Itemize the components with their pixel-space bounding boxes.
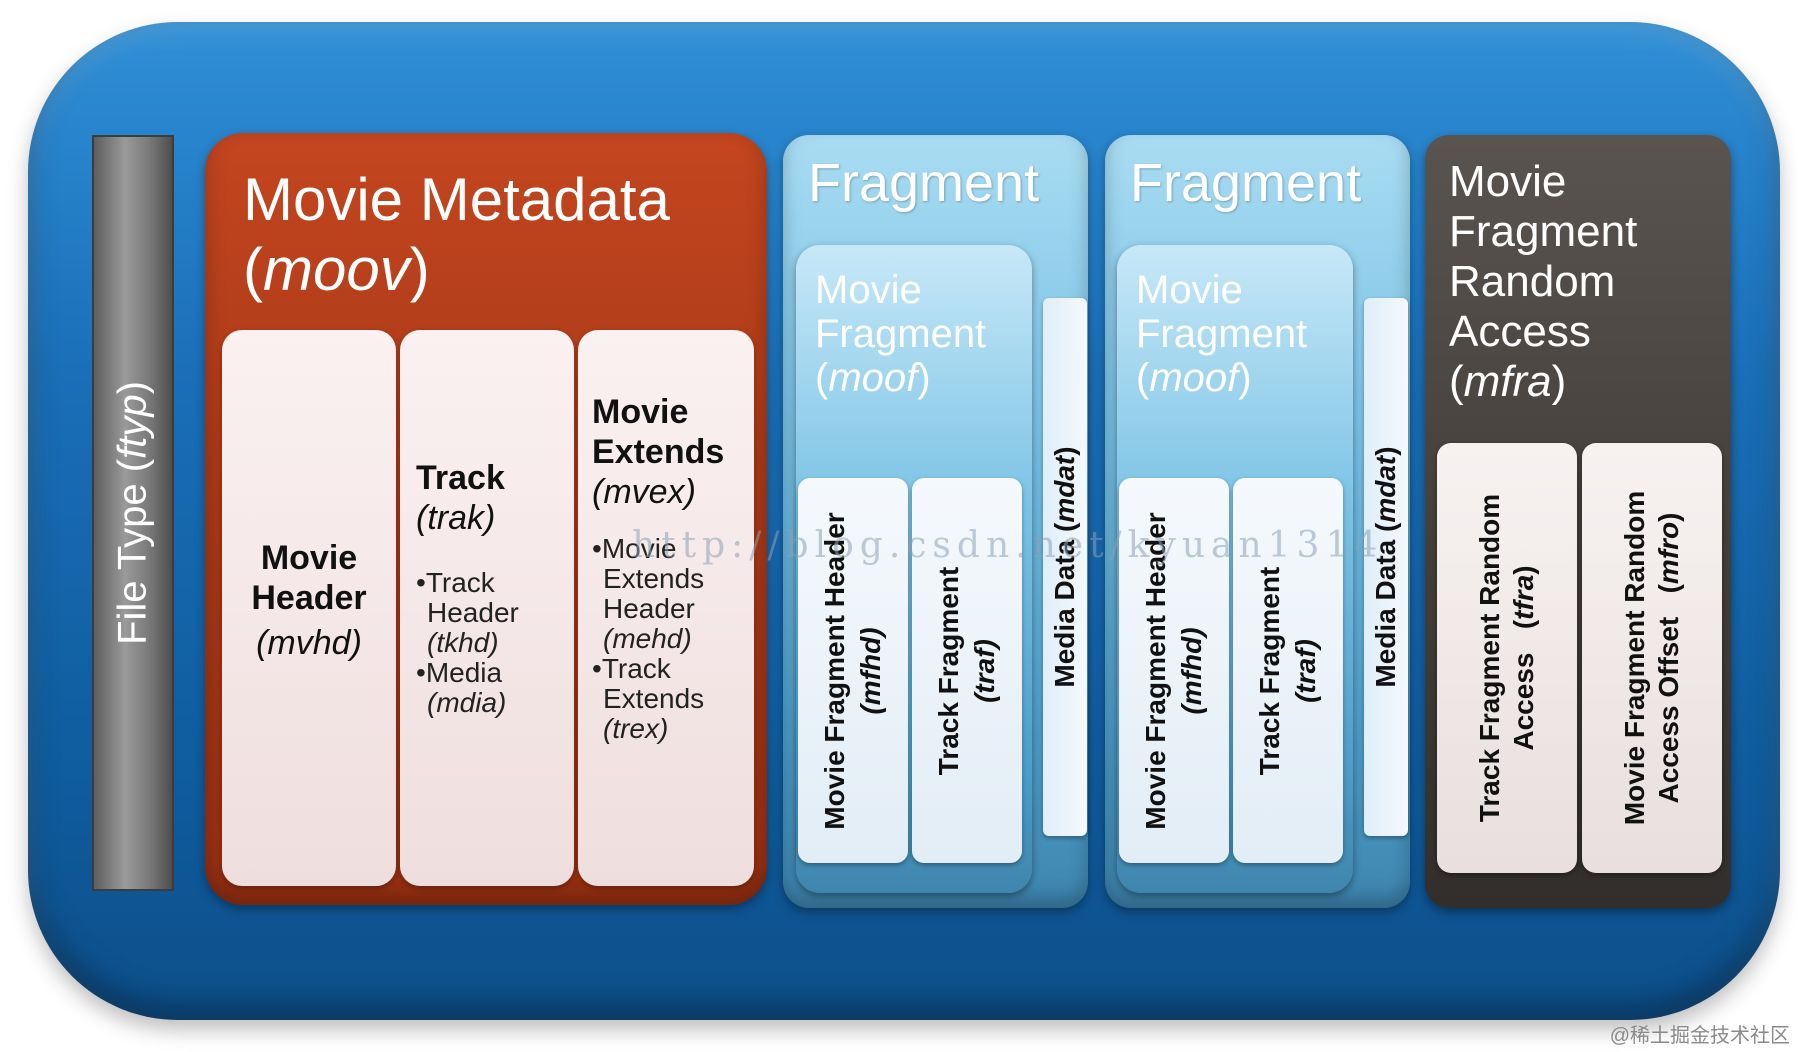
tfra-label: Track Fragment Random Access (tfra) xyxy=(1474,493,1539,823)
tkhd-line1: Track xyxy=(425,567,495,598)
moov-code: moov xyxy=(262,236,410,303)
mdat-code-1: mdat xyxy=(1049,455,1080,523)
mvhd-card: Movie Header (mvhd) xyxy=(222,330,396,886)
mdat-code-2: mdat xyxy=(1370,455,1401,523)
tfra-line2: Access xyxy=(1508,652,1539,751)
mdat-box-1: Media Data (mdat) xyxy=(1043,298,1087,836)
moof-line2-1: Fragment xyxy=(815,312,987,356)
mfra-line3: Random xyxy=(1449,257,1616,306)
traf-box-2: Track Fragment (traf) xyxy=(1233,478,1343,863)
moof-line1-1: Movie xyxy=(815,268,922,312)
moof-line2-2: Fragment xyxy=(1136,312,1308,356)
mfra-line4: Access xyxy=(1449,307,1591,356)
trex-line2: Extends xyxy=(603,683,705,714)
mvhd-code: mvhd xyxy=(267,624,351,662)
moof-title-1: Movie Fragment (moof) xyxy=(815,268,987,400)
mfhd-box-1: Movie Fragment Header (mfhd) xyxy=(798,478,908,863)
traf-label-2: Track Fragment (traf) xyxy=(1254,566,1321,775)
mehd-code: mehd xyxy=(612,623,683,654)
tfra-line1: Track Fragment Random xyxy=(1474,493,1505,823)
mehd-line3: Header xyxy=(603,593,695,624)
traf-box-1: Track Fragment (traf) xyxy=(912,478,1022,863)
ftyp-name: File Type xyxy=(110,483,155,645)
traf-label-1: Track Fragment (traf) xyxy=(933,566,1000,775)
mvhd-line1: Movie xyxy=(260,539,358,577)
mvex-line1: Movie xyxy=(592,393,689,431)
mvex-code: mvex xyxy=(603,473,685,511)
mfra-line2: Fragment xyxy=(1449,207,1638,256)
mfra-line1: Movie xyxy=(1449,157,1567,206)
mfhd-code-2: mfhd xyxy=(1176,636,1207,705)
mfro-label: Movie Fragment Random Access Offset (mfr… xyxy=(1619,490,1684,826)
tkhd-code: tkhd xyxy=(436,627,490,658)
moof-line1-2: Movie xyxy=(1136,268,1243,312)
moof-title-2: Movie Fragment (moof) xyxy=(1136,268,1308,400)
traf-text-2: Track Fragment xyxy=(1254,566,1285,775)
mvex-bullets: •Movie Extends Header (mehd) •Track Exte… xyxy=(592,534,752,744)
mfhd-box-2: Movie Fragment Header (mfhd) xyxy=(1119,478,1229,863)
moov-title: Movie Metadata (moov) xyxy=(243,165,763,305)
fragment-title-1: Fragment xyxy=(808,153,1040,213)
mfhd-code-1: mfhd xyxy=(855,636,886,705)
traf-code-1: traf xyxy=(969,647,1000,694)
trak-card: Track (trak) •Track Header (tkhd) •Media… xyxy=(400,330,574,886)
credit-text: @稀土掘金技术社区 xyxy=(1609,1025,1790,1047)
mehd-line1: Movie xyxy=(601,533,677,564)
trak-title: Track xyxy=(416,459,505,497)
ftyp-box: File Type (ftyp) xyxy=(92,135,174,891)
traf-code-2: traf xyxy=(1290,647,1321,694)
trak-bullets: •Track Header (tkhd) •Media (mdia) xyxy=(416,568,572,718)
fragment-title-2: Fragment xyxy=(1130,153,1362,213)
ftyp-label: File Type (ftyp) xyxy=(110,381,155,645)
mfro-card: Movie Fragment Random Access Offset (mfr… xyxy=(1582,443,1722,873)
tkhd-line2: Header xyxy=(427,597,519,628)
mvex-card: Movie Extends (mvex) •Movie Extends Head… xyxy=(578,330,754,886)
tfra-code: tfra xyxy=(1508,574,1539,620)
trex-line1: Track xyxy=(601,653,671,684)
mfro-line2: Access Offset xyxy=(1653,616,1684,804)
mfra-code: mfra xyxy=(1463,357,1552,406)
trex-code: trex xyxy=(612,713,660,744)
ftyp-code: ftyp xyxy=(110,394,155,459)
mdia-code: mdia xyxy=(436,687,498,718)
moov-title-line: Movie Metadata xyxy=(243,166,670,233)
mvex-line2: Extends xyxy=(592,433,725,471)
moof-code-1: moof xyxy=(828,356,918,400)
watermark-text: http://blog.csdn.net/kyuan1314 xyxy=(632,525,1384,566)
mvhd-line2: Header xyxy=(251,579,367,617)
moof-code-2: moof xyxy=(1149,356,1239,400)
tfra-card: Track Fragment Random Access (tfra) xyxy=(1437,443,1577,873)
mfro-code: mfro xyxy=(1653,521,1684,585)
mfro-line1: Movie Fragment Random xyxy=(1619,490,1650,826)
mdat-label-2: Media Data (mdat) xyxy=(1370,446,1401,688)
mfra-title: Movie Fragment Random Access (mfra) xyxy=(1449,157,1729,407)
traf-text-1: Track Fragment xyxy=(933,566,964,775)
mdat-label-1: Media Data (mdat) xyxy=(1049,446,1080,688)
mdat-box-2: Media Data (mdat) xyxy=(1364,298,1408,836)
mdia-line1: Media xyxy=(425,657,503,688)
trak-code: trak xyxy=(427,499,485,537)
mehd-line2: Extends xyxy=(603,563,705,594)
